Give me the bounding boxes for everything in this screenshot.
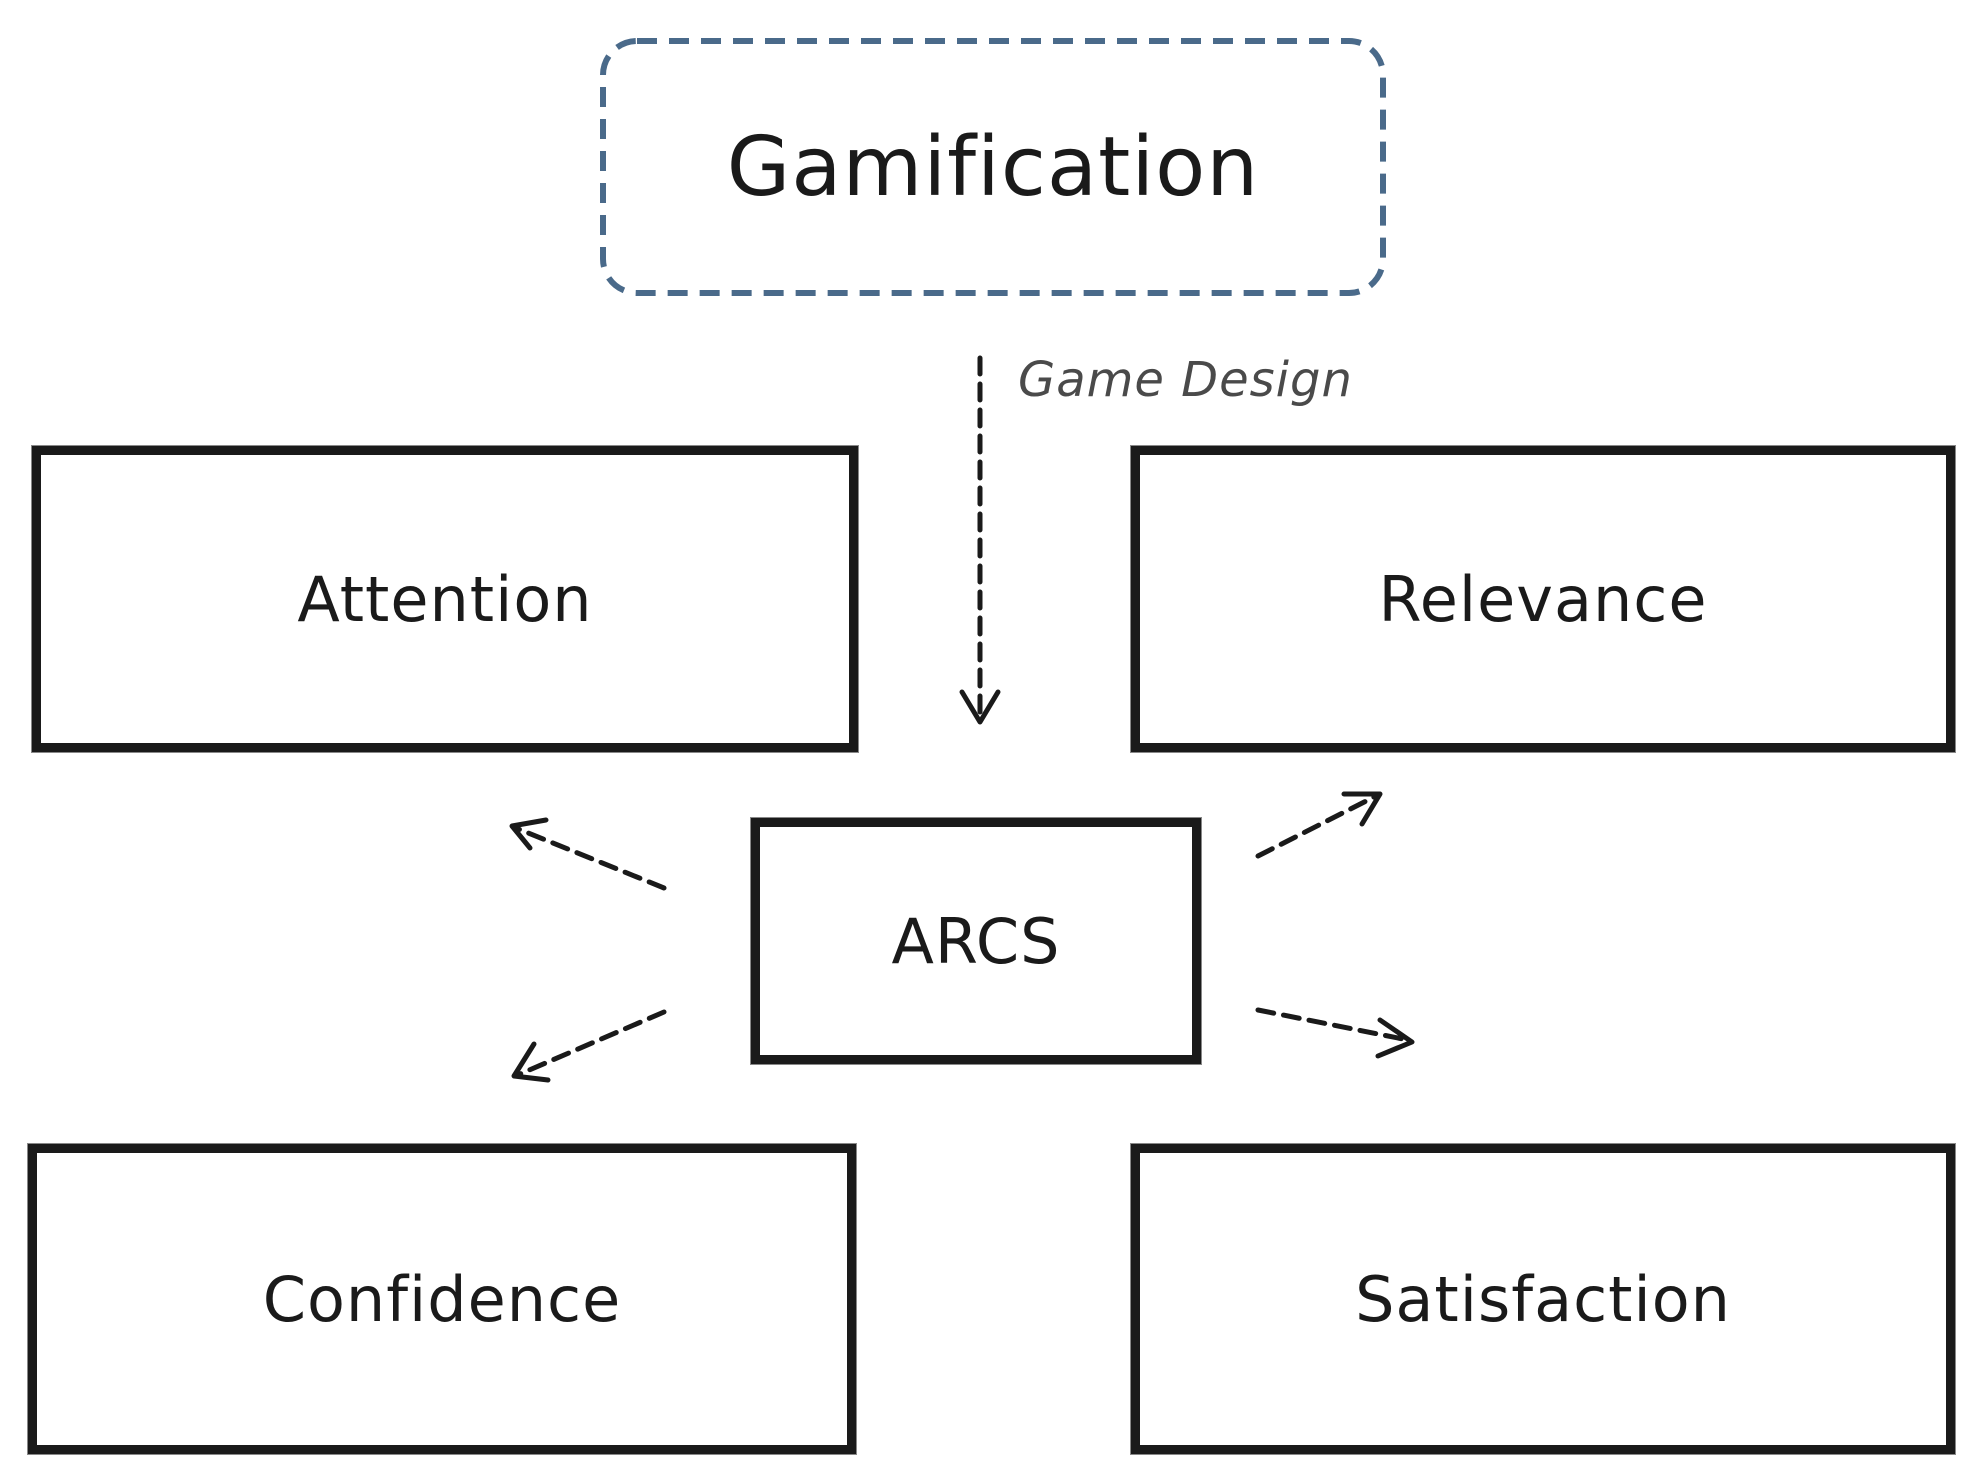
edge-gamification-to-arcs-arrowhead xyxy=(959,689,1001,725)
attention-node: Attention xyxy=(32,446,858,752)
arcs-label: ARCS xyxy=(891,904,1061,978)
gamification-node: Gamification xyxy=(598,36,1388,298)
edge-arcs-to-satisfaction xyxy=(1255,1007,1411,1043)
edge-arcs-to-relevance xyxy=(1255,793,1379,859)
relevance-node: Relevance xyxy=(1131,446,1955,752)
edge-arcs-to-confidence xyxy=(517,1009,667,1077)
gamification-node-border xyxy=(600,38,1386,296)
relevance-label: Relevance xyxy=(1378,562,1708,636)
satisfaction-node: Satisfaction xyxy=(1131,1144,1955,1454)
edge-arcs-to-attention xyxy=(513,825,667,891)
edge-arcs-to-confidence-arrowhead xyxy=(511,1041,551,1083)
confidence-label: Confidence xyxy=(262,1262,622,1336)
edge-arcs-to-relevance-arrowhead xyxy=(1341,791,1383,827)
attention-label: Attention xyxy=(297,562,593,636)
satisfaction-label: Satisfaction xyxy=(1355,1262,1731,1336)
edge-arcs-to-attention-arrowhead xyxy=(509,817,549,851)
edge-arcs-to-satisfaction-arrowhead xyxy=(1375,1017,1415,1059)
arcs-node: ARCS xyxy=(751,818,1201,1064)
confidence-node: Confidence xyxy=(28,1144,856,1454)
gamification-label: Gamification xyxy=(726,119,1260,215)
game-design-edge-label: Game Design xyxy=(1018,352,1353,408)
